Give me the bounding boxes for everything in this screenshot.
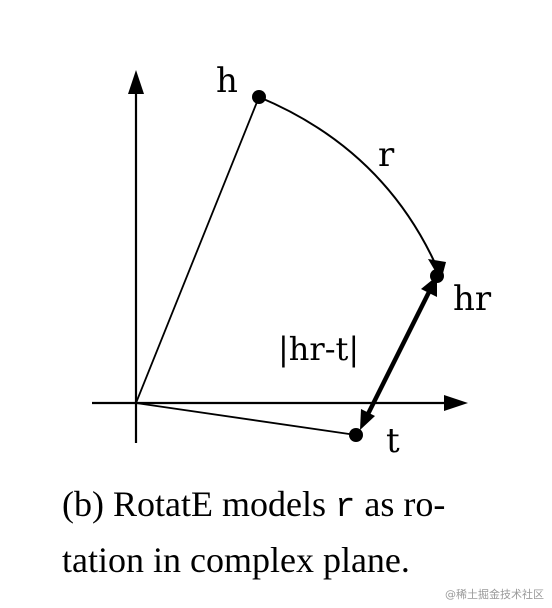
watermark: @稀土掘金技术社区 bbox=[445, 588, 544, 601]
caption-line1-prefix: (b) RotatE models bbox=[62, 484, 335, 524]
caption-line1-suffix: as ro- bbox=[355, 484, 446, 524]
caption-line-1: (b) RotatE models r as ro- bbox=[62, 478, 532, 534]
caption-code-r: r bbox=[334, 489, 356, 527]
vector-h bbox=[135, 96, 260, 404]
label-r: r bbox=[378, 135, 395, 175]
y-axis-arrowhead bbox=[128, 70, 144, 94]
rotation-arc-r bbox=[258, 96, 440, 273]
point-h bbox=[252, 90, 266, 104]
vector-t bbox=[135, 402, 357, 436]
point-t bbox=[349, 428, 363, 442]
label-distance: |hr-t| bbox=[278, 330, 359, 368]
label-t: t bbox=[386, 421, 400, 461]
label-h: h bbox=[216, 61, 238, 101]
figure-caption: (b) RotatE models r as ro- tation in com… bbox=[62, 478, 532, 586]
x-axis-arrowhead bbox=[444, 395, 468, 411]
distance-arrowhead-bottom bbox=[360, 409, 375, 430]
caption-line-2: tation in complex plane. bbox=[62, 540, 410, 580]
point-hr bbox=[430, 269, 444, 283]
distance-arrow bbox=[362, 284, 435, 422]
label-hr: hr bbox=[453, 279, 492, 319]
